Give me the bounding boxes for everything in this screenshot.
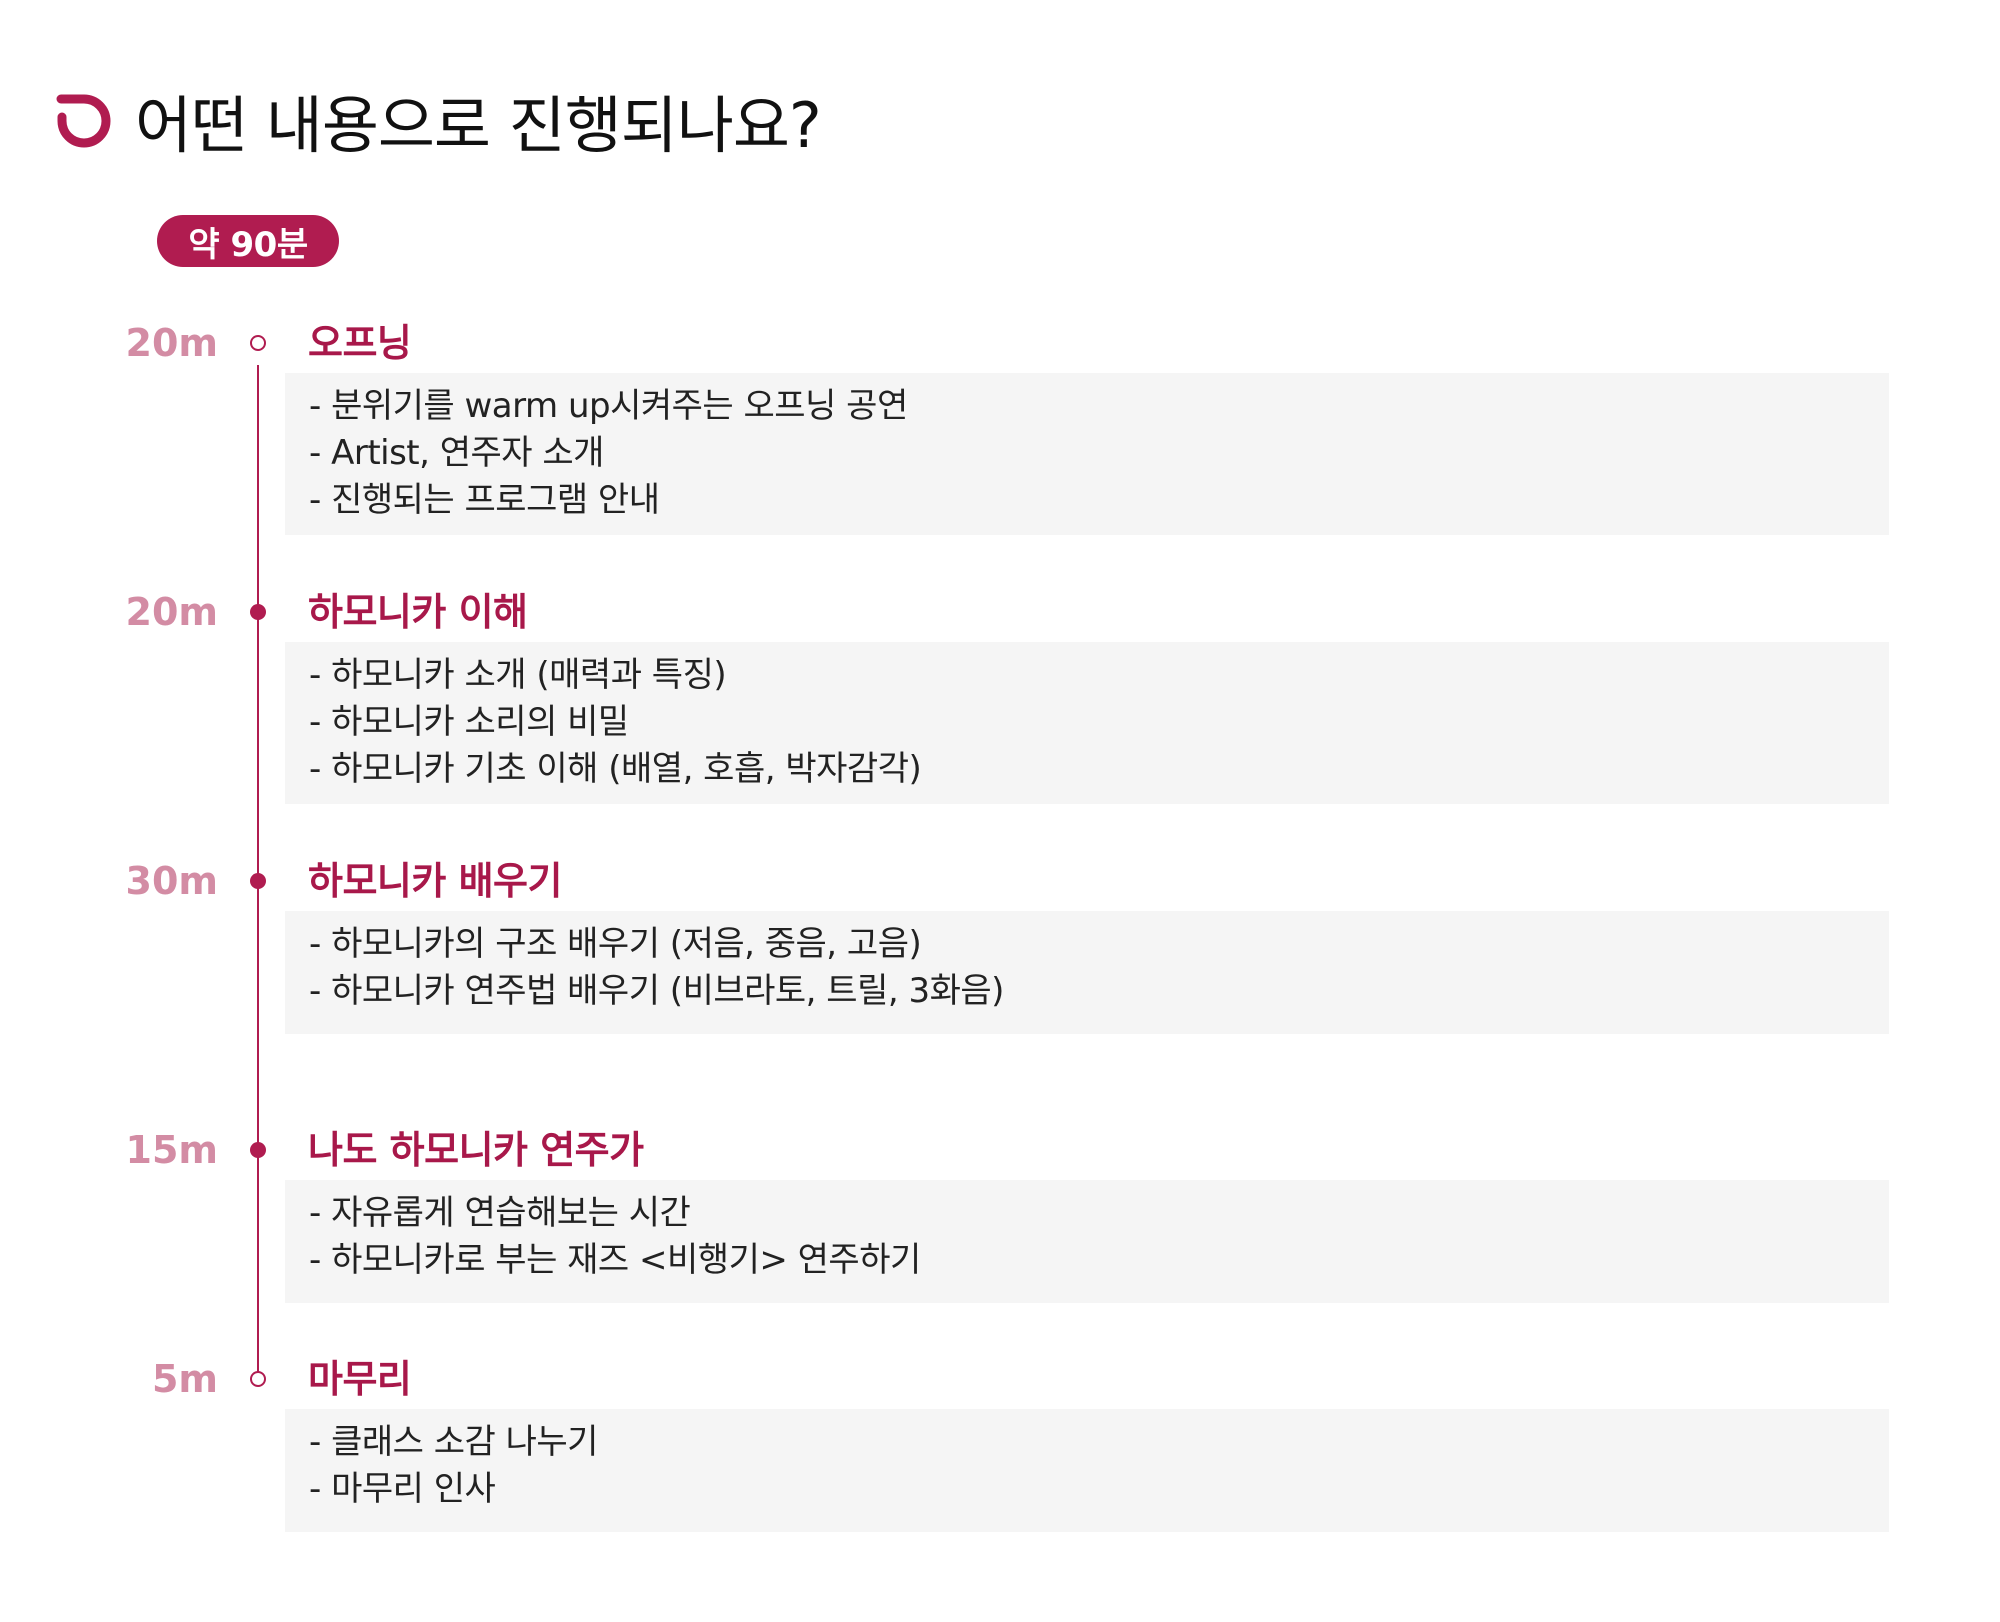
section-time: 20m [125, 590, 218, 634]
brand-logo-icon [56, 94, 111, 148]
section-content-box: - 하모니카의 구조 배우기 (저음, 중음, 고음) - 하모니카 연주법 배… [285, 911, 1889, 1034]
list-item: - 하모니카의 구조 배우기 (저음, 중음, 고음) [309, 924, 922, 964]
timeline-dot-hollow [250, 1371, 266, 1387]
timeline-dot-filled [250, 604, 266, 620]
section-time: 20m [125, 321, 218, 365]
list-item: - 클래스 소감 나누기 [309, 1422, 598, 1462]
list-item: - 하모니카 기초 이해 (배열, 호흡, 박자감각) [309, 749, 922, 789]
section-title: 하모니카 이해 [308, 590, 528, 634]
list-item: - 분위기를 warm up시켜주는 오프닝 공연 [309, 386, 908, 426]
page-header: 어떤 내용으로 진행되나요? [55, 70, 822, 170]
list-item: - 하모니카 소리의 비밀 [309, 702, 629, 742]
list-item: - 마무리 인사 [309, 1469, 496, 1509]
list-item: - 하모니카 연주법 배우기 (비브라토, 트릴, 3화음) [309, 971, 1004, 1011]
list-item: - 자유롭게 연습해보는 시간 [309, 1193, 691, 1233]
section-title: 오프닝 [308, 321, 412, 365]
list-item: - 하모니카 소개 (매력과 특징) [309, 655, 727, 695]
section-time: 30m [125, 859, 218, 903]
timeline-dot-hollow [250, 335, 266, 351]
timeline-dot-filled [250, 873, 266, 889]
duration-badge: 약 90분 [157, 215, 339, 267]
page-title: 어떤 내용으로 진행되나요? [135, 89, 822, 162]
section-title: 마무리 [308, 1357, 412, 1401]
section-content-box: - 하모니카 소개 (매력과 특징) - 하모니카 소리의 비밀 - 하모니카 … [285, 642, 1889, 804]
section-time: 15m [125, 1128, 218, 1172]
section-content-box: - 클래스 소감 나누기 - 마무리 인사 [285, 1409, 1889, 1532]
list-item: - 하모니카로 부는 재즈 <비행기> 연주하기 [309, 1240, 921, 1280]
timeline-line [257, 365, 259, 1373]
section-title: 하모니카 배우기 [308, 859, 562, 903]
list-item: - Artist, 연주자 소개 [309, 433, 604, 473]
section-content-box: - 자유롭게 연습해보는 시간 - 하모니카로 부는 재즈 <비행기> 연주하기 [285, 1180, 1889, 1303]
list-item: - 진행되는 프로그램 안내 [309, 480, 660, 520]
section-content-box: - 분위기를 warm up시켜주는 오프닝 공연 - Artist, 연주자 … [285, 373, 1889, 535]
section-title: 나도 하모니카 연주가 [308, 1128, 644, 1172]
timeline-dot-filled [250, 1142, 266, 1158]
section-time: 5m [151, 1357, 218, 1401]
